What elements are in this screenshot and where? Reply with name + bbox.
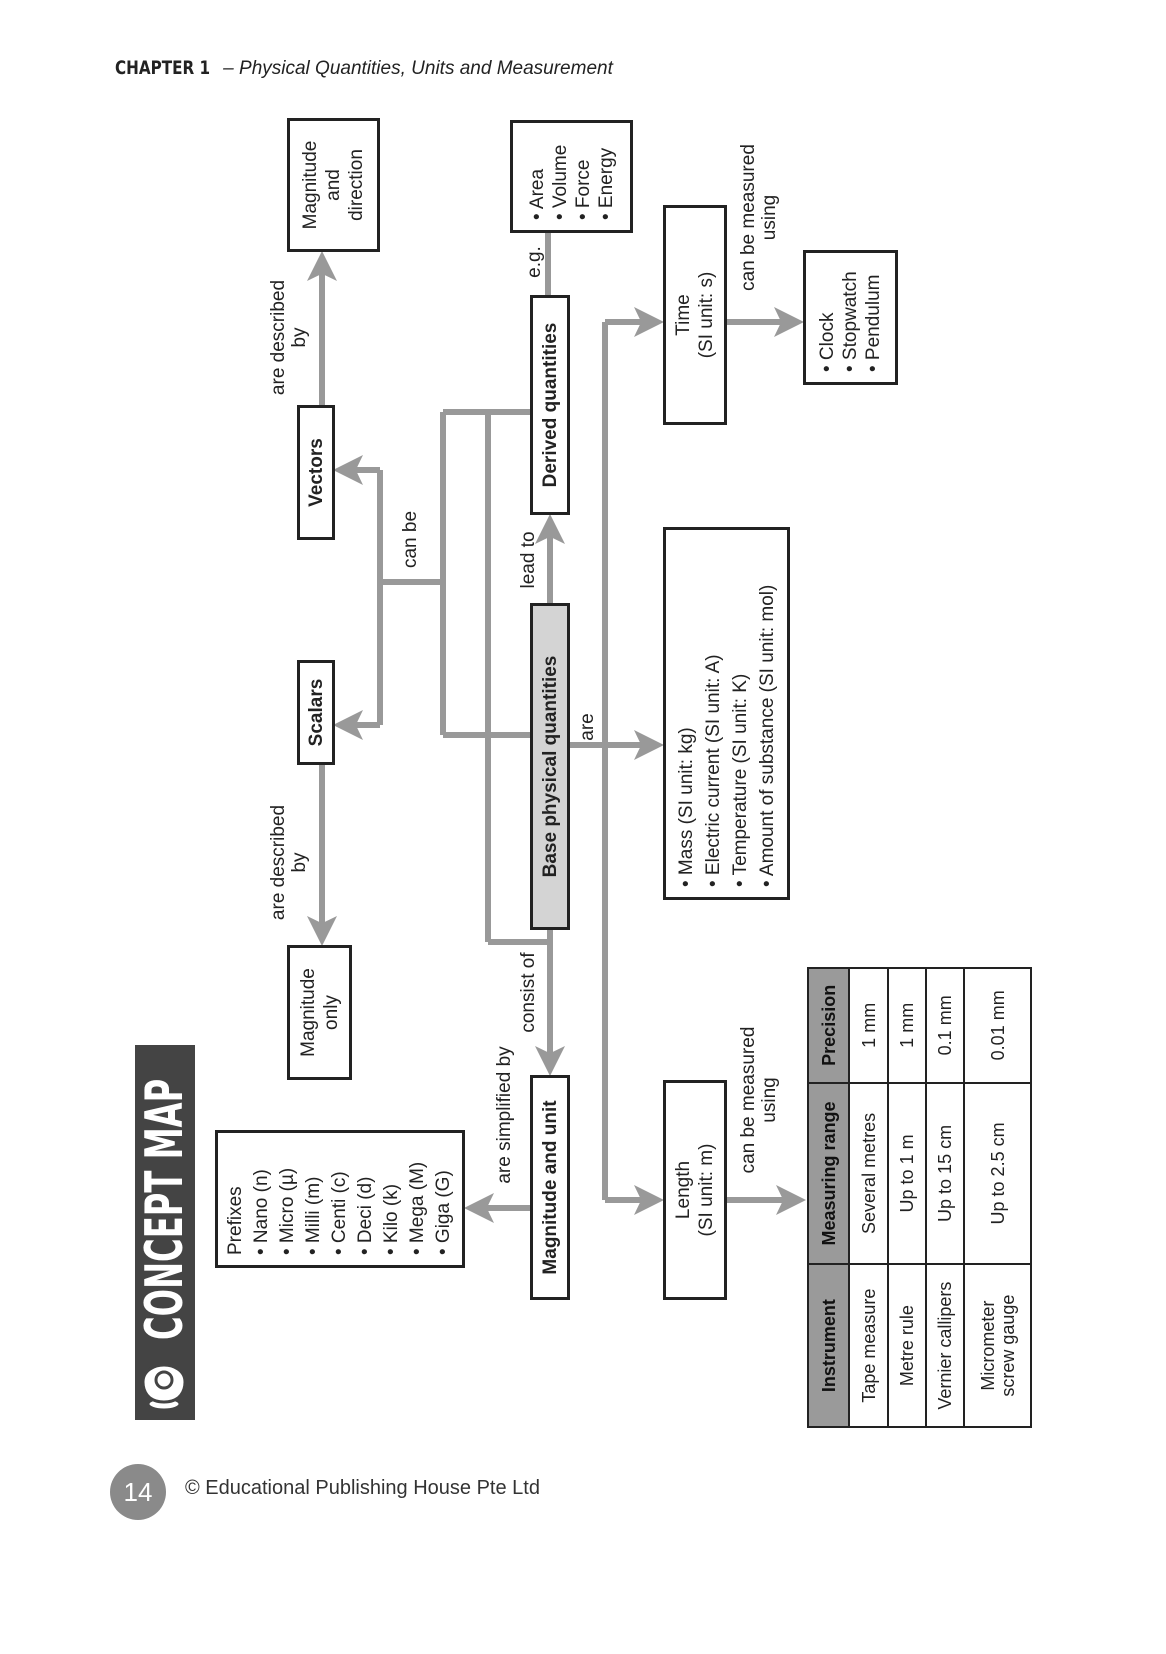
map-pin-icon [141,1363,187,1412]
time-instruments-box: • Clock • Stopwatch • Pendulum [803,250,898,385]
label-eg: e.g. [524,246,545,278]
length-box: Length(SI unit: m) [663,1080,727,1300]
page-number: 14 [110,1464,166,1520]
list-item: • Force [572,159,594,220]
prefixes-title: Prefixes [225,1186,246,1255]
chapter-title: – Physical Quantities, Units and Measure… [223,58,613,79]
list-item: • Stopwatch [840,271,861,372]
time-box: Time(SI unit: s) [663,205,727,425]
chapter-header: CHAPTER 1 – Physical Quantities, Units a… [115,57,613,80]
list-item: • Pendulum [863,274,884,373]
list-item: • Clock [817,312,838,372]
base-quantities-box: Base physical quantities [530,603,570,930]
table-header: Instrument [808,1264,849,1427]
list-item: • Volume [549,144,571,220]
list-item: • Micro (µ) [277,1167,298,1255]
magnitude-unit-box: Magnitude and unit [530,1075,570,1300]
label-lead-to: lead to [518,531,539,589]
label-are: are [577,713,598,741]
derived-examples-box: • Area • Volume • Force • Energy [510,120,633,233]
connectors [307,233,806,1223]
concept-map-banner: CONCEPT MAP [135,1045,195,1420]
label-simplified: are simplified by [494,1046,515,1184]
copyright: © Educational Publishing House Pte Ltd [185,1477,540,1499]
banner-title: CONCEPT MAP [135,1078,195,1340]
list-item: • Kilo (k) [381,1183,402,1255]
list-item: • Area [526,168,548,220]
label-consist: consist of [518,952,539,1033]
list-item: • Temperature (SI unit: K) [729,673,751,887]
list-item: • Mass (SI unit: kg) [675,727,697,887]
list-item: • Milli (m) [303,1176,324,1255]
list-item: • Nano (n) [251,1169,272,1255]
derived-quantities-box: Derived quantities [530,295,570,515]
list-item: • Amount of substance (SI unit: mol) [756,584,778,887]
list-item: • Mega (M) [407,1161,428,1255]
vectors-box: Vectors [297,405,335,540]
list-item: • Energy [595,147,617,220]
table-header: Measuring range [808,1082,849,1265]
list-item: • Deci (d) [355,1176,376,1255]
list-item: • Electric current (SI unit: A) [702,654,724,887]
scalars-box: Scalars [297,660,335,765]
label-can-be: can be [400,510,421,569]
table-header: Precision [808,968,849,1083]
concept-map: CONCEPT MAP Prefixes • Nano (n) • Micro … [110,110,1040,1430]
list-item: • Giga (G) [433,1170,454,1255]
list-item: • Centi (c) [329,1171,350,1255]
base-list-box: • Mass (SI unit: kg) • Electric current … [663,527,790,900]
prefixes-box: Prefixes • Nano (n) • Micro (µ) • Milli … [215,1130,465,1268]
chapter-number: CHAPTER 1 [115,57,211,79]
